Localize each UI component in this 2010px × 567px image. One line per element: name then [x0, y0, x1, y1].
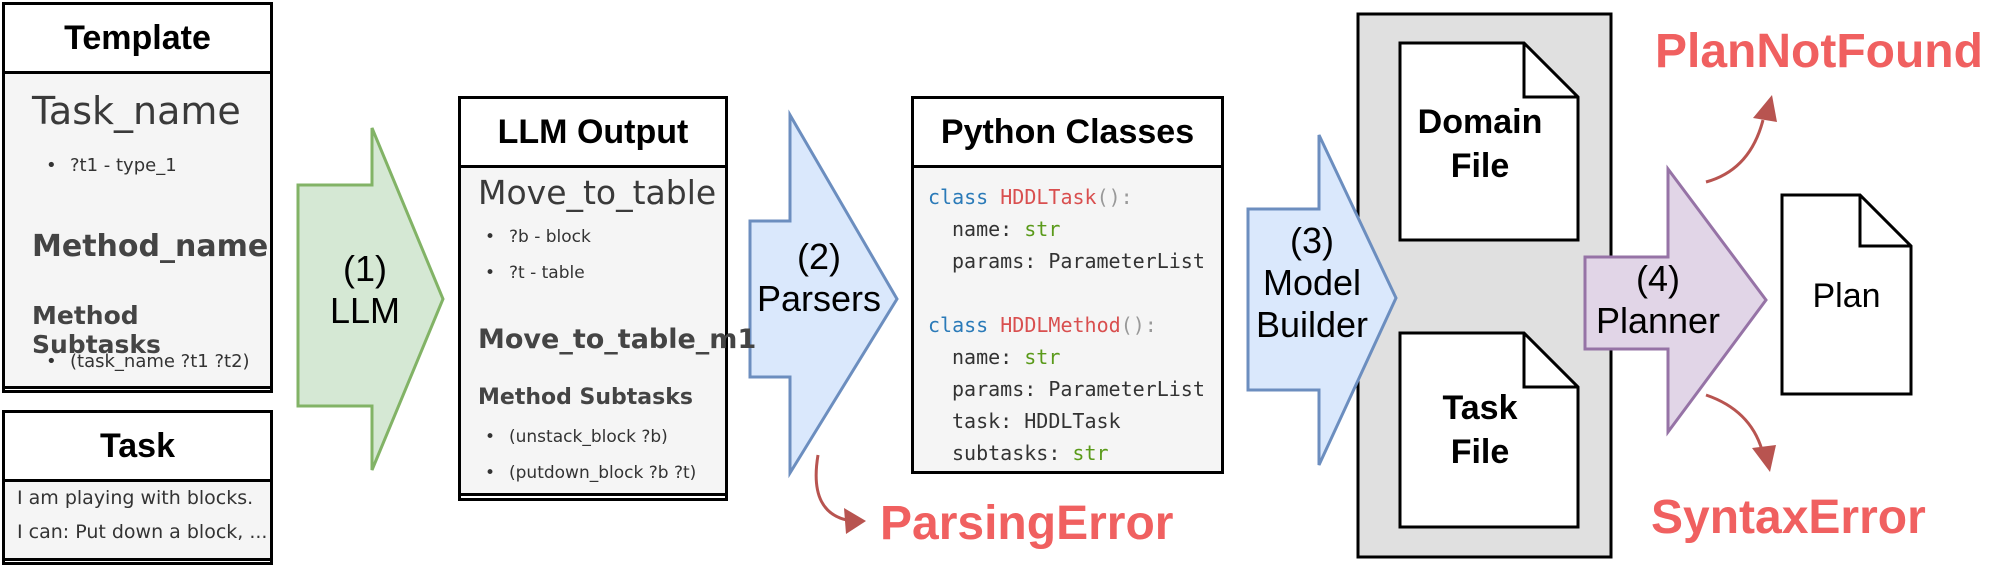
llm-step-number: (1) — [343, 248, 387, 289]
code-line-2: name: str — [952, 217, 1060, 241]
llm-output-subtask-1: (unstack_block ?b) — [485, 427, 668, 447]
task-content — [5, 479, 270, 561]
code-type: str — [1024, 217, 1061, 241]
code-line-1: class HDDLTask(): — [928, 185, 1133, 209]
planner-step-number: (4) — [1636, 258, 1680, 299]
template-box: Template Task_name ?t1 - type_1 Method_n… — [2, 2, 273, 393]
code-class-name: HDDLTask — [1000, 185, 1097, 209]
code-line-3: params: ParameterList — [952, 249, 1205, 273]
syntax-error-label: SyntaxError — [1651, 491, 1926, 544]
code-line-7: params: ParameterList — [952, 377, 1205, 401]
planner-step-label: (4) Planner — [1588, 258, 1728, 342]
llm-output-subtasks-heading: Method Subtasks — [478, 385, 693, 410]
llm-output-box: LLM Output Move_to_table ?b - block ?t -… — [458, 96, 756, 501]
model-builder-step-name-2: Builder — [1255, 304, 1369, 345]
code-field: name: — [952, 217, 1025, 241]
code-field: params: — [952, 249, 1049, 273]
template-method-subtask: (task_name ?t1 ?t2) — [46, 351, 250, 372]
code-line-6: name: str — [952, 345, 1060, 369]
code-type: str — [1072, 441, 1109, 465]
code-field: name: — [952, 345, 1025, 369]
code-line-8: task: HDDLTask — [952, 409, 1121, 433]
code-keyword: class — [928, 185, 989, 209]
code-type: str — [1024, 345, 1061, 369]
llm-output-param-2: ?t - table — [485, 263, 585, 283]
task-file-word-2: File — [1450, 433, 1510, 471]
template-task-name: Task_name — [32, 89, 241, 133]
template-method-name: Method_name — [32, 229, 269, 264]
python-classes-box: Python Classes class HDDLTask(): name: s… — [911, 96, 1224, 474]
code-punctuation: (): — [1096, 185, 1133, 209]
llm-output-param-1: ?b - block — [485, 227, 591, 247]
parsers-step-name: Parsers — [756, 278, 882, 319]
model-builder-step-name-1: Model — [1262, 262, 1362, 303]
template-title: Template — [64, 19, 211, 57]
plan-not-found-arrow — [1705, 119, 1765, 184]
code-field: params: — [952, 377, 1049, 401]
code-field: subtasks: — [952, 441, 1073, 465]
domain-file-doc — [1398, 41, 1580, 242]
code-line-9: subtasks: str — [952, 441, 1109, 465]
plan-not-found-label: PlanNotFound — [1655, 25, 1983, 78]
code-type: HDDLTask — [1024, 409, 1121, 433]
syntax-error-arrow — [1705, 393, 1764, 451]
llm-step-label: (1) LLM — [300, 248, 430, 332]
domain-file-label: Domain File — [1400, 100, 1560, 188]
parsing-error-label: ParsingError — [880, 497, 1174, 550]
code-punctuation: (): — [1120, 313, 1157, 337]
python-classes-content — [914, 165, 1221, 471]
plan-label: Plan — [1812, 277, 1881, 315]
llm-output-method-name: Move_to_table_m1 — [478, 324, 757, 355]
parsers-step-number: (2) — [797, 236, 841, 277]
llm-step-arrow — [296, 127, 445, 471]
task-line-1: I am playing with blocks. — [17, 487, 254, 509]
parsing-error-arrow — [814, 454, 853, 523]
task-file-word-1: Task — [1442, 389, 1518, 427]
llm-output-task-name: Move_to_table — [478, 173, 717, 212]
parsers-step-arrow — [748, 109, 899, 479]
llm-output-subtask-2: (putdown_block ?b ?t) — [485, 463, 696, 483]
domain-file-word-2: File — [1450, 147, 1510, 185]
task-box: Task I am playing with blocks. I can: Pu… — [2, 410, 273, 565]
task-line-2: I can: Put down a block, ... — [17, 521, 268, 543]
code-field: task: — [952, 409, 1025, 433]
template-content — [5, 71, 270, 389]
domain-file-word-1: Domain — [1417, 103, 1543, 141]
model-builder-step-arrow — [1246, 134, 1398, 466]
code-type: ParameterList — [1048, 377, 1205, 401]
model-builder-step-number: (3) — [1290, 220, 1334, 261]
task-file-doc — [1398, 331, 1580, 529]
task-file-label: Task File — [1400, 386, 1560, 474]
parsers-step-label: (2) Parsers — [754, 236, 884, 320]
code-keyword: class — [928, 313, 989, 337]
model-builder-step-label: (3) Model Builder — [1246, 220, 1378, 346]
template-task-param: ?t1 - type_1 — [46, 155, 177, 176]
code-type: ParameterList — [1048, 249, 1205, 273]
planner-step-name: Planner — [1595, 300, 1721, 341]
llm-output-title: LLM Output — [497, 113, 689, 151]
code-class-name: HDDLMethod — [1000, 313, 1121, 337]
python-classes-title: Python Classes — [940, 113, 1195, 151]
llm-step-name: LLM — [329, 290, 401, 331]
planner-step-arrow — [1583, 164, 1768, 437]
task-title: Task — [100, 427, 175, 465]
code-line-5: class HDDLMethod(): — [928, 313, 1157, 337]
